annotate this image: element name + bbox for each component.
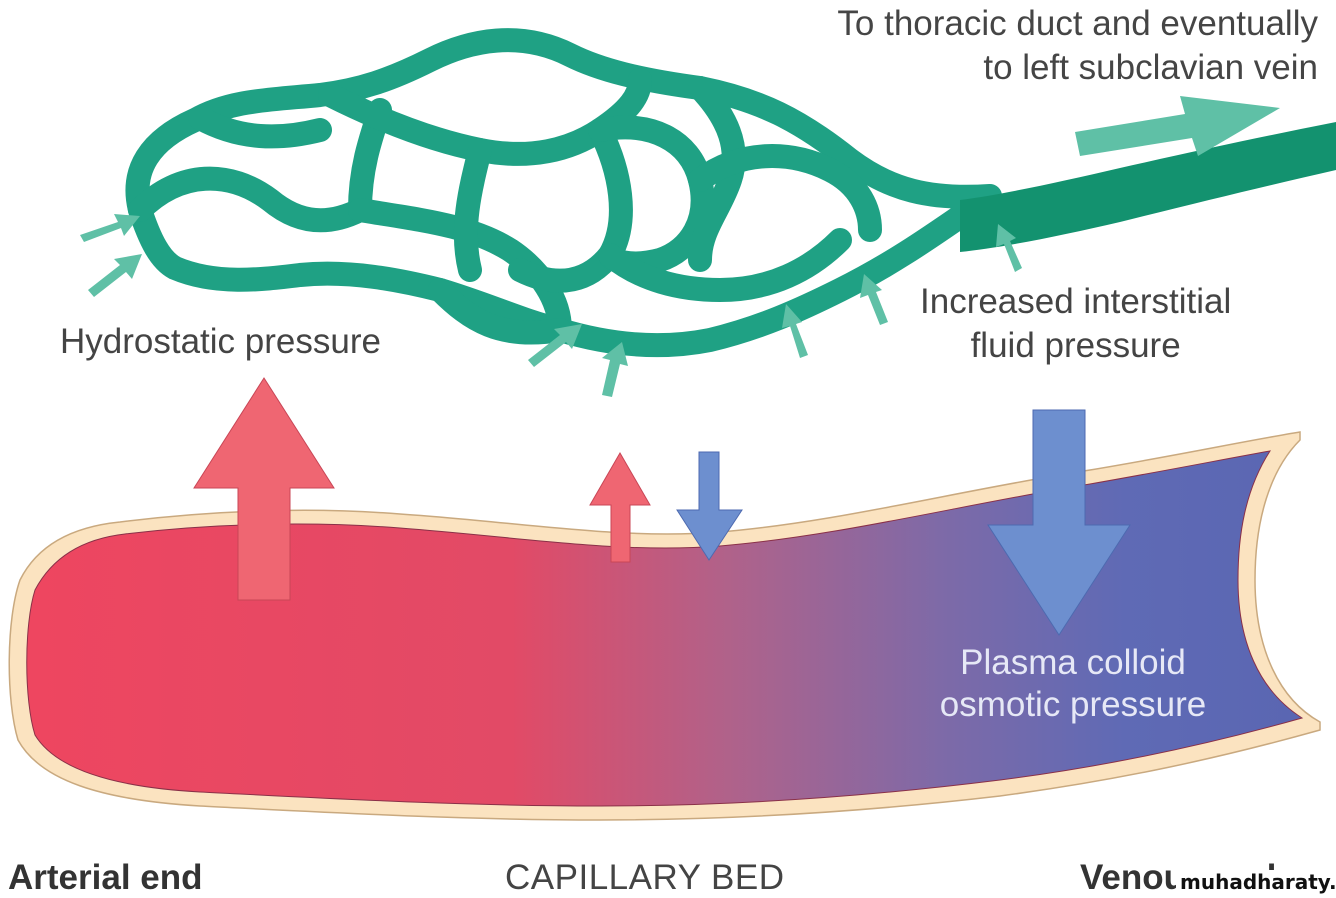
inflow-arrow (860, 274, 888, 325)
inflow-arrow (602, 342, 628, 397)
oncotic-arrow-small (676, 451, 743, 561)
thoracic-duct-label: To thoracic duct and eventually to left … (837, 2, 1318, 90)
arterial-end-label: Arterial end (8, 858, 203, 897)
inflow-arrow (80, 214, 140, 242)
lymphatic-network (125, 28, 1002, 358)
watermark: muhadharaty.com (1176, 870, 1336, 894)
inflow-arrow (88, 254, 142, 297)
inflow-arrow (528, 324, 582, 367)
thoracic-duct-label-line1: To thoracic duct and eventually (837, 4, 1318, 43)
thoracic-duct-label-line2: to left subclavian vein (983, 48, 1318, 87)
inflow-arrow (782, 304, 808, 358)
interstitial-label-line2: fluid pressure (970, 326, 1181, 365)
interstitial-label-line1: Increased interstitial (920, 282, 1232, 321)
drainage-arrow (1075, 96, 1280, 156)
plasma-label-line1: Plasma colloid (960, 643, 1186, 682)
hydrostatic-arrow-large (193, 377, 335, 601)
hydrostatic-arrow-small (589, 451, 651, 563)
collecting-lymph-vessel (960, 122, 1336, 252)
oncotic-arrow-large (987, 409, 1131, 636)
lymph-inflow-arrows (80, 214, 1022, 397)
hydrostatic-pressure-label: Hydrostatic pressure (60, 322, 381, 361)
capillary-bed-label: CAPILLARY BED (505, 858, 785, 897)
interstitial-pressure-label: Increased interstitial fluid pressure (920, 280, 1231, 368)
plasma-label-line2: osmotic pressure (939, 685, 1207, 724)
plasma-oncotic-label: Plasma colloid osmotic pressure (908, 642, 1238, 726)
inflow-arrow (996, 224, 1022, 272)
capillary-lumen (26, 450, 1304, 807)
